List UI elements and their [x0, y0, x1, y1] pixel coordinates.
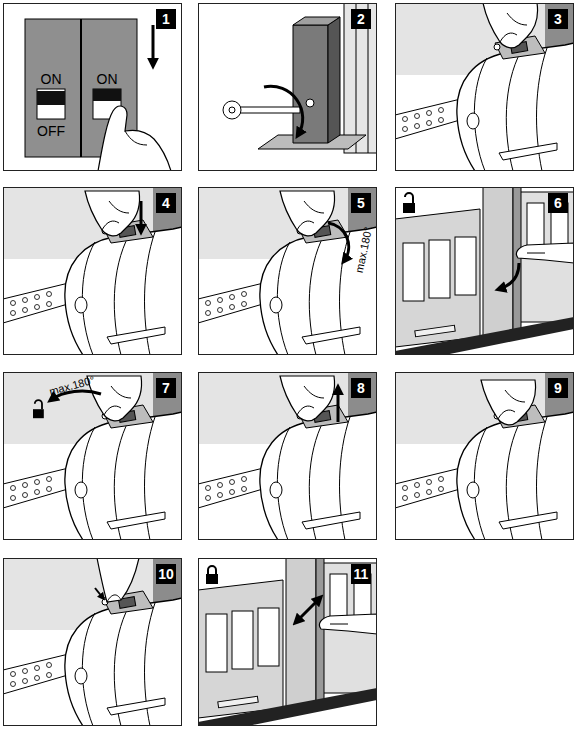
step-panel: 7: [3, 372, 182, 540]
switch-label: OFF: [37, 124, 65, 138]
callout-number: 9: [548, 378, 568, 398]
callout-number: 5: [351, 193, 371, 213]
switch-label: ON: [97, 72, 118, 86]
step-panel: 9: [395, 372, 574, 540]
step-panel: 5: [198, 187, 377, 355]
callout-number: 6: [548, 193, 568, 213]
callout-number: 8: [351, 378, 371, 398]
step-panel: 2: [198, 3, 377, 171]
callout-number: 7: [156, 378, 176, 398]
step-panel: 1: [3, 3, 182, 171]
callout-number: 1: [156, 9, 176, 29]
callout-number: 2: [351, 9, 371, 29]
step-panel: 11: [198, 558, 377, 726]
callout-number: 11: [351, 564, 371, 584]
step-panel: 8: [198, 372, 377, 540]
switch-label: ON: [41, 72, 62, 86]
step-panel: 4: [3, 187, 182, 355]
step-panel: 10: [3, 558, 182, 726]
step-panel: 6: [395, 187, 574, 355]
step-panel: 3: [395, 3, 574, 171]
callout-number: 3: [548, 9, 568, 29]
callout-number: 10: [156, 564, 176, 584]
callout-number: 4: [156, 193, 176, 213]
